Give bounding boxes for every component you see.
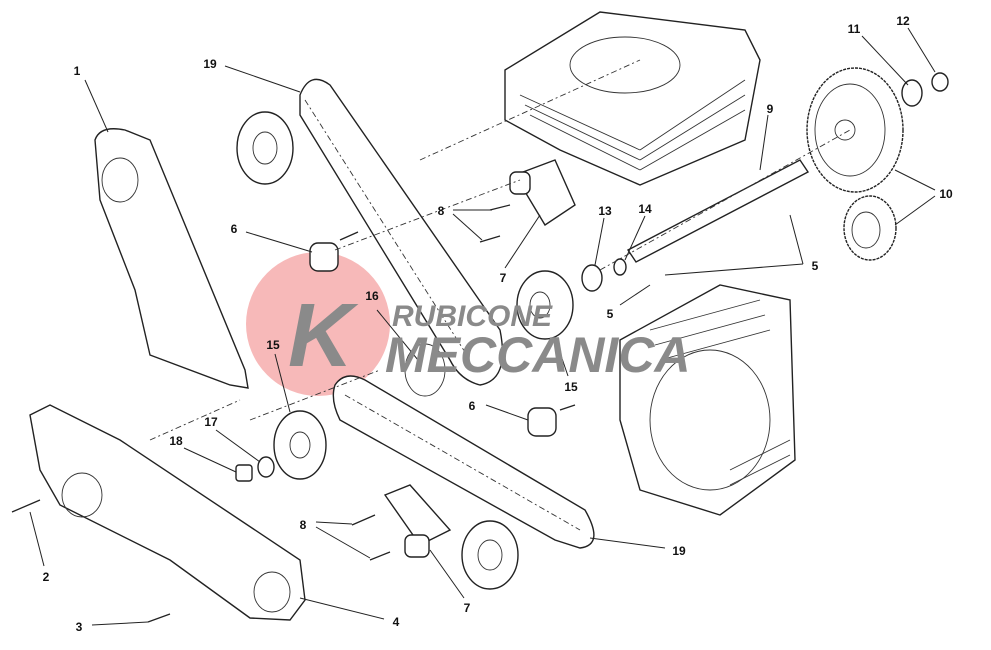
callout-8-lower: 8 xyxy=(300,518,307,532)
callout-13: 13 xyxy=(598,204,612,218)
watermark-k: K xyxy=(288,286,359,386)
callout-5-right: 5 xyxy=(812,259,819,273)
roller-6-lower xyxy=(527,407,557,437)
watermark-circle xyxy=(246,252,390,396)
callout-15-left: 15 xyxy=(266,338,280,352)
callout-6-lower: 6 xyxy=(469,399,476,413)
watermark-line2: MECCANICA xyxy=(385,327,691,383)
callout-18: 18 xyxy=(169,434,183,448)
callout-2: 2 xyxy=(43,570,50,584)
watermark-line1: RUBICONE xyxy=(392,300,553,333)
callout-12: 12 xyxy=(896,14,910,28)
pulley-center xyxy=(516,270,574,340)
pulley-upper-left xyxy=(236,111,294,185)
gear-large xyxy=(806,67,904,193)
callout-6-top: 6 xyxy=(231,222,238,236)
callout-16: 16 xyxy=(365,289,379,303)
callout-labels: 1 19 6 8 7 9 11 12 10 13 14 5 5 16 15 15… xyxy=(43,14,953,634)
callout-3: 3 xyxy=(76,620,83,634)
pulley-left xyxy=(273,410,327,480)
washer-17 xyxy=(257,456,275,478)
nut-12 xyxy=(931,72,949,92)
callout-4: 4 xyxy=(393,615,400,629)
callout-19-lower: 19 xyxy=(672,544,686,558)
lower-cover-4 xyxy=(29,404,306,621)
washer-16 xyxy=(404,343,446,397)
gear-small xyxy=(843,195,897,261)
callout-7-lower: 7 xyxy=(464,601,471,615)
callout-5-center: 5 xyxy=(607,307,614,321)
callout-15-center: 15 xyxy=(564,380,578,394)
tensioner-7-lower xyxy=(383,484,452,546)
callout-7-top: 7 xyxy=(500,271,507,285)
washer-11 xyxy=(901,79,923,107)
callout-14: 14 xyxy=(638,202,652,216)
leader-lines xyxy=(29,27,936,626)
nut-18 xyxy=(235,464,253,482)
washer-13 xyxy=(581,264,603,292)
upper-cover-1 xyxy=(94,128,249,389)
ring-14 xyxy=(613,258,627,276)
callout-1: 1 xyxy=(74,64,81,78)
cylinder-head-upper xyxy=(504,11,761,186)
callout-11: 11 xyxy=(848,22,861,36)
callout-10: 10 xyxy=(939,187,953,201)
cylinder-lower xyxy=(619,284,796,516)
watermark-logo: K RUBICONE MECCANICA xyxy=(288,286,691,386)
callout-9: 9 xyxy=(767,102,774,116)
callout-17: 17 xyxy=(204,415,218,429)
timing-belt-lower xyxy=(332,375,595,549)
callout-8-top: 8 xyxy=(438,204,445,218)
pulley-lower xyxy=(461,520,519,590)
callout-19-top: 19 xyxy=(203,57,217,71)
timing-belt-upper xyxy=(299,78,504,386)
roller-6-upper xyxy=(309,242,339,272)
